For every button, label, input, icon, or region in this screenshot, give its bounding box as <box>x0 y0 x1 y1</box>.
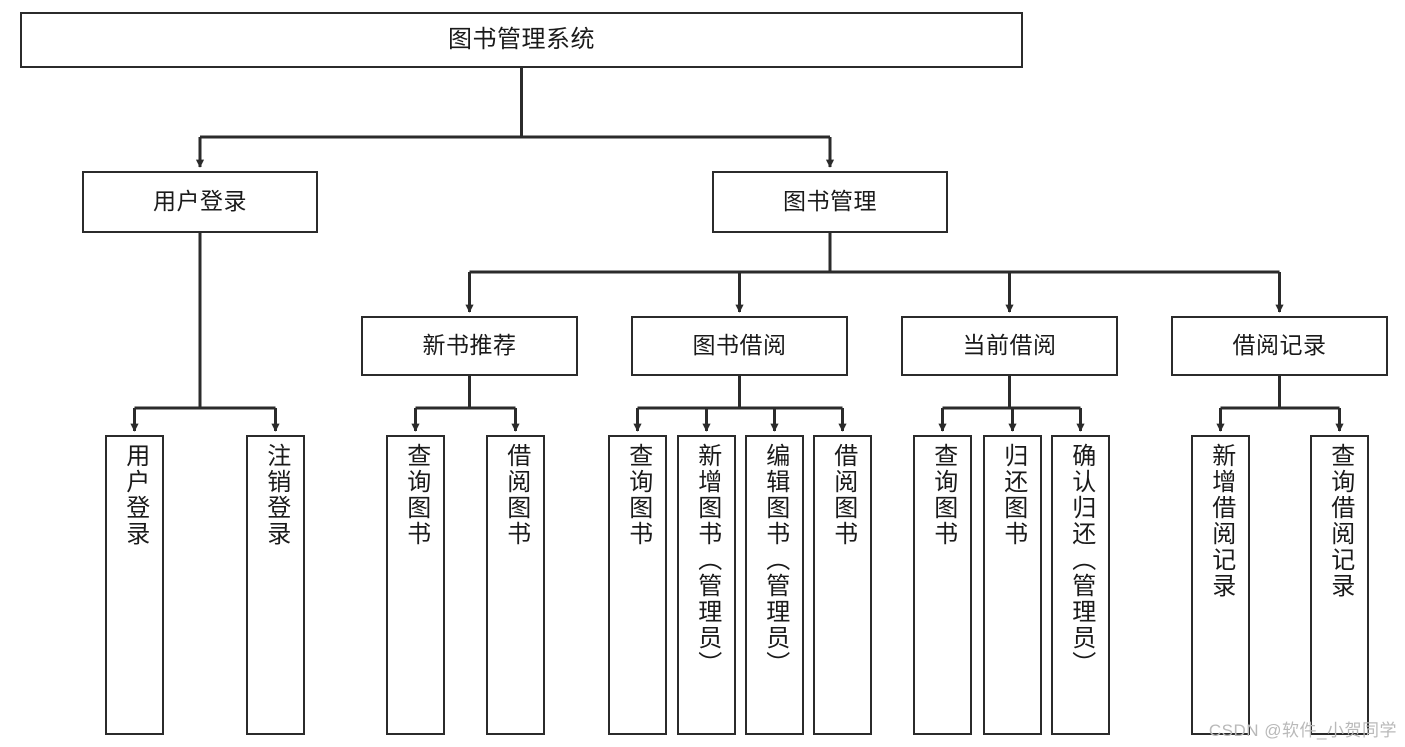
node-new-book-recommend-label: 新书推荐 <box>422 332 517 359</box>
leaf-borrow-book-1[interactable]: 借阅图书 <box>486 435 545 735</box>
leaf-add-record[interactable]: 新增借阅记录 <box>1191 435 1250 735</box>
leaf-return-book-label: 归还图书 <box>999 443 1027 547</box>
node-new-book-recommend[interactable]: 新书推荐 <box>361 316 578 376</box>
leaf-query-book-1-label: 查询图书 <box>402 443 430 547</box>
leaf-add-book[interactable]: 新增图书（管理员） <box>677 435 736 735</box>
node-user-login-label: 用户登录 <box>153 188 247 215</box>
leaf-user-login-label: 用户登录 <box>121 443 149 547</box>
leaf-user-logout[interactable]: 注销登录 <box>246 435 305 735</box>
leaf-edit-book[interactable]: 编辑图书（管理员） <box>745 435 804 735</box>
node-user-login[interactable]: 用户登录 <box>82 171 318 233</box>
leaf-query-book-3-label: 查询图书 <box>929 443 957 547</box>
leaf-add-record-label: 新增借阅记录 <box>1207 443 1235 599</box>
node-book-borrow[interactable]: 图书借阅 <box>631 316 848 376</box>
node-book-management-label: 图书管理 <box>783 188 877 215</box>
leaf-query-book-2[interactable]: 查询图书 <box>608 435 667 735</box>
node-current-borrow-label: 当前借阅 <box>962 332 1057 359</box>
leaf-return-book[interactable]: 归还图书 <box>983 435 1042 735</box>
leaf-borrow-book-2[interactable]: 借阅图书 <box>813 435 872 735</box>
leaf-query-book-1[interactable]: 查询图书 <box>386 435 445 735</box>
watermark: CSDN @软件_小贺同学 <box>1208 721 1397 740</box>
leaf-user-logout-label: 注销登录 <box>262 443 290 547</box>
leaf-borrow-book-1-label: 借阅图书 <box>502 443 530 547</box>
leaf-user-login[interactable]: 用户登录 <box>105 435 164 735</box>
node-book-borrow-label: 图书借阅 <box>692 332 787 359</box>
leaf-confirm-return[interactable]: 确认归还（管理员） <box>1051 435 1110 735</box>
leaf-borrow-book-2-label: 借阅图书 <box>829 443 857 547</box>
leaf-query-record[interactable]: 查询借阅记录 <box>1310 435 1369 735</box>
node-borrow-record[interactable]: 借阅记录 <box>1171 316 1388 376</box>
node-current-borrow[interactable]: 当前借阅 <box>901 316 1118 376</box>
leaf-confirm-return-label: 确认归还（管理员） <box>1067 443 1095 677</box>
leaf-edit-book-label: 编辑图书（管理员） <box>761 443 789 677</box>
leaf-query-book-2-label: 查询图书 <box>624 443 652 547</box>
leaf-add-book-label: 新增图书（管理员） <box>693 443 721 677</box>
leaf-query-record-label: 查询借阅记录 <box>1326 443 1354 599</box>
node-borrow-record-label: 借阅记录 <box>1232 332 1327 359</box>
node-root[interactable]: 图书管理系统 <box>20 12 1023 68</box>
leaf-query-book-3[interactable]: 查询图书 <box>913 435 972 735</box>
node-book-management[interactable]: 图书管理 <box>712 171 948 233</box>
node-root-label: 图书管理系统 <box>448 25 595 53</box>
